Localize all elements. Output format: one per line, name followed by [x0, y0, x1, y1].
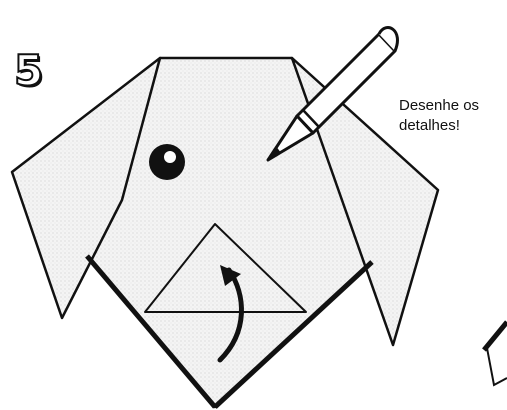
step-number: 5: [14, 50, 43, 92]
instruction-line-2: detalhes!: [399, 116, 479, 136]
instruction-line-1: Desenhe os: [399, 96, 479, 116]
instruction-caption: Desenhe os detalhes!: [399, 96, 479, 136]
next-step-partial-shape-2: [487, 348, 507, 385]
next-step-partial-shape: [484, 322, 507, 350]
eye-highlight: [164, 151, 176, 163]
